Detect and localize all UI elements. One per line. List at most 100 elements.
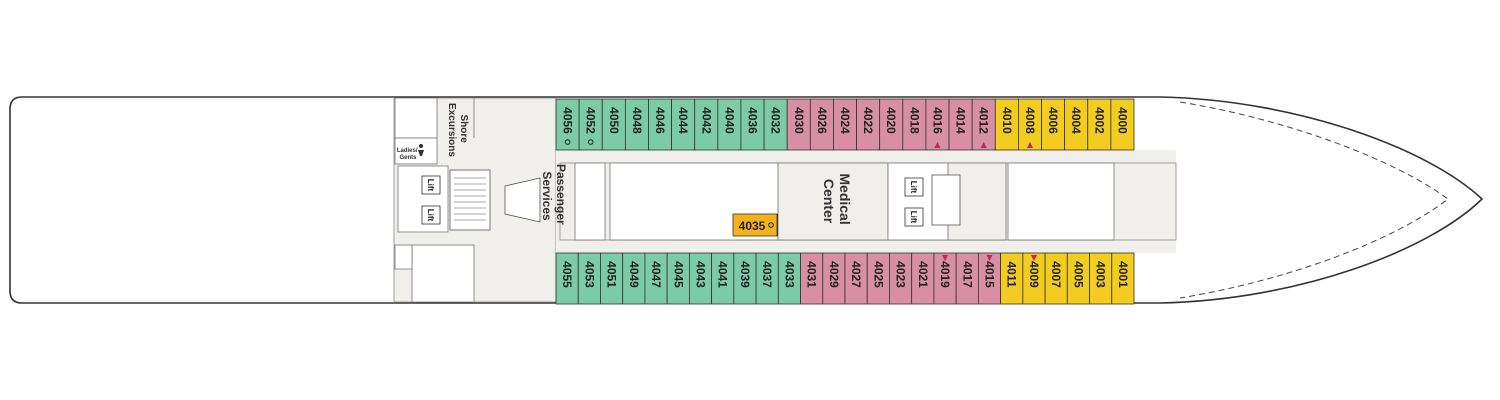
cabin-4031[interactable]: 4031 bbox=[800, 252, 824, 305]
cabin-4036[interactable]: 4036 bbox=[740, 98, 765, 151]
cabin-number: 4036 bbox=[746, 107, 760, 134]
cabin-number: 4009 bbox=[1027, 261, 1041, 288]
cabin-4045[interactable]: 4045 bbox=[666, 252, 690, 305]
cabin-4002[interactable]: 4002 bbox=[1087, 98, 1112, 151]
cabin-4047[interactable]: 4047 bbox=[644, 252, 668, 305]
cabin-4016[interactable]: 4016 bbox=[925, 98, 950, 151]
cabin-number: 4043 bbox=[694, 261, 708, 288]
aft-lift-1 bbox=[421, 175, 441, 195]
cabin-4051[interactable]: 4051 bbox=[600, 252, 624, 305]
cabin-4006[interactable]: 4006 bbox=[1041, 98, 1066, 151]
cabin-number: 4012 bbox=[977, 107, 991, 134]
cabin-4005[interactable]: 4005 bbox=[1066, 252, 1090, 305]
cabin-number: 4002 bbox=[1092, 107, 1106, 134]
cabin-number: 4040 bbox=[722, 107, 736, 134]
cabin-4010[interactable]: 4010 bbox=[994, 98, 1019, 151]
cabin-4020[interactable]: 4020 bbox=[879, 98, 904, 151]
cabin-4019[interactable]: 4019 bbox=[933, 252, 957, 305]
cabin-4042[interactable]: 4042 bbox=[694, 98, 719, 151]
cabin-4030[interactable]: 4030 bbox=[786, 98, 811, 151]
cabin-number: 4023 bbox=[894, 261, 908, 288]
cabin-4024[interactable]: 4024 bbox=[833, 98, 857, 151]
cabin-4041[interactable]: 4041 bbox=[711, 252, 735, 305]
center-room-aft bbox=[574, 162, 606, 241]
cabin-center: 4035 bbox=[732, 213, 778, 237]
triangle-marker-icon bbox=[986, 255, 993, 261]
cabin-4043[interactable]: 4043 bbox=[688, 252, 713, 305]
cabin-4029[interactable]: 4029 bbox=[822, 252, 846, 305]
cabin-4015[interactable]: 4015 bbox=[977, 252, 1002, 305]
cabin-4049[interactable]: 4049 bbox=[622, 252, 646, 305]
cabin-number: 4033 bbox=[782, 261, 796, 288]
aft-lift-1-label: Lift bbox=[426, 179, 435, 192]
cabin-4048[interactable]: 4048 bbox=[624, 98, 649, 151]
cabin-4053[interactable]: 4053 bbox=[577, 252, 601, 305]
fore-lift-2 bbox=[904, 207, 924, 227]
cabin-4003[interactable]: 4003 bbox=[1089, 252, 1113, 305]
cabin-number: 4056 bbox=[561, 107, 575, 134]
cabin-4001[interactable]: 4001 bbox=[1111, 252, 1135, 305]
cabin-number: 4055 bbox=[560, 261, 574, 288]
restroom-icon bbox=[418, 144, 424, 156]
cabin-4035[interactable]: 4035 bbox=[732, 213, 778, 237]
cabin-4012[interactable]: 4012 bbox=[971, 98, 996, 151]
cabin-number: 4032 bbox=[769, 107, 783, 134]
cabin-4032[interactable]: 4032 bbox=[763, 98, 788, 151]
cabin-4033[interactable]: 4033 bbox=[777, 252, 801, 305]
cabin-4039[interactable]: 4039 bbox=[733, 252, 757, 305]
aft-room-block bbox=[394, 97, 438, 139]
cabin-4037[interactable]: 4037 bbox=[755, 252, 779, 305]
cabin-4056[interactable]: 4056 bbox=[555, 98, 580, 151]
cabin-4017[interactable]: 4017 bbox=[955, 252, 979, 305]
cabin-4014[interactable]: 4014 bbox=[948, 98, 973, 151]
cabin-number: 4050 bbox=[607, 107, 621, 134]
triangle-marker-icon bbox=[980, 142, 987, 148]
cabin-number: 4029 bbox=[827, 261, 841, 288]
cabin-4023[interactable]: 4023 bbox=[889, 252, 913, 305]
aft-store-room bbox=[411, 244, 475, 303]
cabin-number: 4020 bbox=[884, 107, 898, 134]
fore-lift-1-label: Lift bbox=[909, 181, 918, 194]
cabin-number: 4049 bbox=[627, 261, 641, 288]
fore-lift-1 bbox=[904, 177, 924, 197]
cabin-4052[interactable]: 4052 bbox=[578, 98, 603, 151]
cabin-number: 4018 bbox=[907, 107, 921, 134]
cabin-4011[interactable]: 4011 bbox=[1000, 252, 1024, 305]
corridor-bottom bbox=[556, 240, 1176, 253]
cabin-4040[interactable]: 4040 bbox=[717, 98, 742, 151]
cabin-4004[interactable]: 4004 bbox=[1064, 98, 1089, 151]
triangle-marker-icon bbox=[942, 255, 949, 261]
cabin-4044[interactable]: 4044 bbox=[671, 98, 696, 151]
cabin-number: 4011 bbox=[1005, 261, 1019, 287]
connecting-circle-icon bbox=[587, 139, 594, 145]
cabin-4007[interactable]: 4007 bbox=[1044, 252, 1068, 305]
cabin-4022[interactable]: 4022 bbox=[856, 98, 881, 151]
cabin-4018[interactable]: 4018 bbox=[902, 98, 927, 151]
cabin-4046[interactable]: 4046 bbox=[648, 98, 672, 151]
cabin-number: 4021 bbox=[916, 261, 930, 288]
cabin-4025[interactable]: 4025 bbox=[866, 252, 890, 305]
cabin-4050[interactable]: 4050 bbox=[601, 98, 626, 151]
cabin-number: 4052 bbox=[584, 107, 598, 134]
shore-excursions-label: Shore Excursions bbox=[446, 103, 469, 157]
cabin-number: 4014 bbox=[954, 107, 968, 134]
cabin-4027[interactable]: 4027 bbox=[844, 252, 868, 305]
cabin-4021[interactable]: 4021 bbox=[911, 252, 935, 305]
cabin-4008[interactable]: 4008 bbox=[1018, 98, 1042, 151]
cabin-number: 4047 bbox=[649, 261, 663, 288]
passenger-services-label: Passenger Services bbox=[540, 164, 568, 228]
cabin-4000[interactable]: 4000 bbox=[1110, 98, 1135, 151]
cabin-4055[interactable]: 4055 bbox=[555, 252, 579, 305]
cabin-4009[interactable]: 4009 bbox=[1022, 252, 1046, 305]
cabin-number: 4001 bbox=[1116, 261, 1130, 288]
cabin-number: 4007 bbox=[1049, 261, 1063, 288]
cabin-number: 4005 bbox=[1071, 261, 1085, 288]
cabin-4026[interactable]: 4026 bbox=[809, 98, 834, 151]
triangle-marker-icon bbox=[934, 142, 941, 148]
cabin-number: 4041 bbox=[716, 261, 730, 288]
aft-small-room bbox=[394, 244, 413, 270]
cabin-number: 4042 bbox=[699, 107, 713, 134]
